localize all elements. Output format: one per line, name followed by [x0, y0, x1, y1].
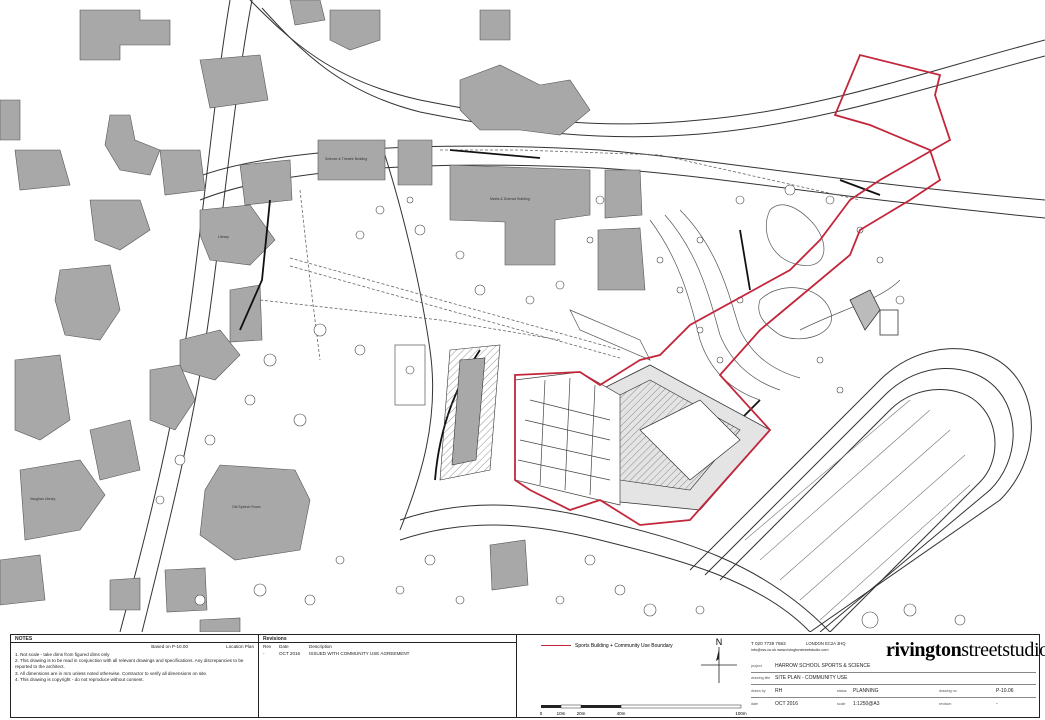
building-label: Old Speech Room	[232, 505, 261, 509]
drawing-number: P-10.06	[996, 688, 1014, 694]
scale-value: 1:1250@A3	[853, 701, 880, 707]
drawing-title-label: drawing title	[751, 676, 771, 680]
paths	[259, 149, 861, 361]
project-name: HARROW SCHOOL SPORTS & SCIENCE	[775, 663, 871, 669]
scale-bar: 0 10m 20m 40m 100m	[540, 704, 747, 716]
scale-label: scale	[837, 702, 846, 706]
parking-area	[514, 371, 621, 506]
note-line: 4. This drawing is copyright - do not re…	[15, 676, 144, 682]
building-label: Science & Theatre Building	[325, 157, 367, 161]
scale-tick: 20m	[577, 711, 586, 716]
revision-label: revision	[939, 702, 952, 706]
notes-panel: NOTES Based on P-10.00 Location Plan 1. …	[11, 635, 259, 717]
revision-row-rev: -	[263, 651, 265, 656]
legend: Sports Building + Community Use Boundary	[541, 643, 673, 649]
existing-buildings	[0, 0, 646, 632]
brand-bold: rivington	[886, 639, 962, 661]
rev-col-header: Rev	[263, 644, 272, 649]
notes-location: Location Plan	[226, 644, 254, 649]
notes-ref: Based on P-10.00	[151, 644, 188, 649]
project-label: project	[751, 664, 762, 668]
drawn-by-label: drawn by	[751, 689, 766, 693]
site-plan: Science & Theatre Building Maths & Scien…	[0, 0, 1045, 632]
revision-value: -	[996, 701, 998, 707]
building-label: Maths & Science Building	[490, 197, 530, 201]
boundary-legend-swatch	[541, 645, 571, 647]
scale-tick: 100m	[735, 711, 747, 716]
status-value: PLANNING	[853, 688, 879, 694]
building-label: Vaughan Library	[30, 497, 56, 501]
playing-field	[394, 344, 426, 406]
scale-tick: 0	[540, 711, 543, 716]
north-arrow-icon: N	[701, 637, 737, 683]
date-value: OCT 2016	[775, 701, 798, 707]
revision-row-desc: ISSUED WITH COMMUNITY USE AGREEMENT	[309, 651, 410, 656]
building-label: Library	[218, 235, 229, 239]
drawing-no-label: drawing no	[939, 689, 957, 693]
studio-address: LONDON EC2A 3HQ	[806, 641, 846, 646]
desc-col-header: Description	[309, 644, 332, 649]
community-use-boundary	[514, 53, 952, 526]
north-label: N	[716, 637, 723, 647]
studio-web: info@rss.co.uk www.rivingtonstreetstudio…	[751, 648, 829, 652]
notes-heading: NOTES	[11, 635, 258, 643]
title-block: NOTES Based on P-10.00 Location Plan 1. …	[10, 634, 1045, 718]
studio-phone: T 020 7739 7683	[751, 641, 786, 646]
revisions-heading: Revisions	[259, 635, 516, 643]
note-line: 2. This drawing is to be read in conjunc…	[15, 658, 244, 670]
road-network	[119, 0, 1045, 632]
brand-rest: streetstudio	[961, 639, 1045, 661]
drawing-title: SITE PLAN - COMMUNITY USE	[775, 675, 848, 681]
scale-tick: 10m	[557, 711, 566, 716]
trees	[155, 184, 966, 629]
studio-logo: rivingtonstreetstudio	[886, 639, 1045, 662]
status-label: status	[837, 689, 847, 693]
boundary-legend-label: Sports Building + Community Use Boundary	[575, 643, 673, 649]
date-label: date	[751, 702, 758, 706]
sports-building	[439, 344, 771, 511]
note-line: 1. Not scale - take dims from figured di…	[15, 652, 110, 657]
drawn-by: RH	[775, 688, 783, 694]
note-line: 3. All dimensions are in mm unless noted…	[15, 670, 208, 676]
revisions-panel: Revisions Rev Date Description - OCT 201…	[259, 635, 517, 717]
date-col-header: Date	[279, 644, 289, 649]
pavilion	[849, 289, 899, 336]
revision-row-date: OCT 2016	[279, 651, 301, 656]
scale-tick: 40m	[617, 711, 626, 716]
athletics-track	[689, 348, 1032, 632]
